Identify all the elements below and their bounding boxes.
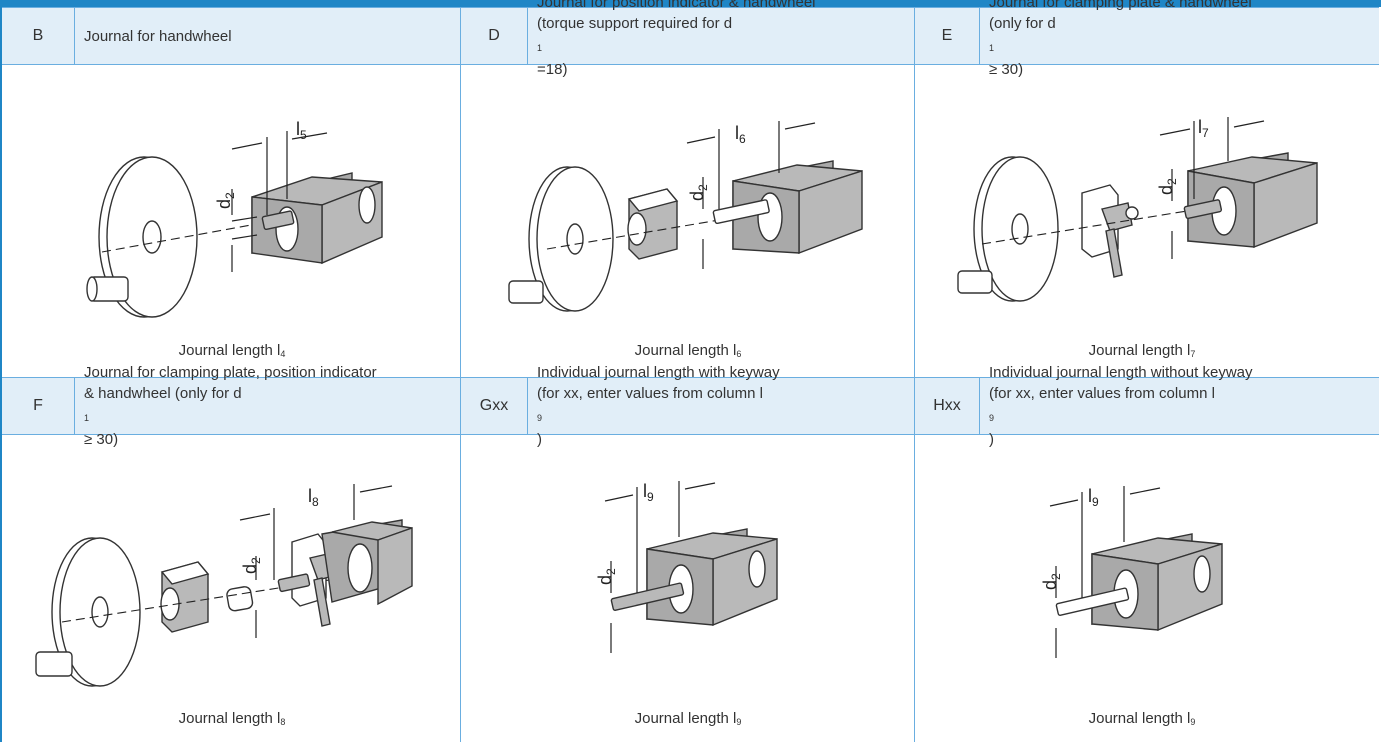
subscript: 6 — [736, 349, 742, 359]
option-desc-e: Journal for clamping plate & handwheel (… — [980, 0, 1379, 78]
option-code-e: E — [914, 8, 980, 64]
option-desc-b: Journal for handwheel — [75, 8, 460, 64]
subscript: 9 — [989, 413, 995, 423]
desc-line: (only for d 1 ≥ 30) — [989, 13, 1379, 80]
desc-line: Journal for position indicator & handwhe… — [537, 0, 816, 11]
caption-d: Journal length l6 — [460, 342, 916, 359]
desc-line: Journal for clamping plate, position ind… — [84, 364, 377, 381]
option-code-d: D — [460, 8, 528, 64]
illustration-journal-with-keyway: l9 d2 — [595, 481, 778, 653]
desc-text: ) — [989, 431, 994, 448]
caption-e: Journal length l7 — [914, 342, 1370, 359]
caption-b: Journal length l4 — [4, 342, 460, 359]
row-1-header: B Journal for handwheel D Journal for po… — [2, 0, 1379, 78]
subscript: 1 — [84, 413, 90, 423]
desc-line: Journal for clamping plate & handwheel — [989, 0, 1252, 11]
dia-label: d2 — [687, 184, 710, 201]
row-2-header: F Journal for clamping plate, position i… — [2, 364, 1379, 448]
subscript: 9 — [736, 717, 742, 727]
column-divider — [914, 435, 915, 742]
subscript: 4 — [280, 349, 286, 359]
desc-text: (torque support required for d — [537, 15, 733, 32]
option-desc-gxx: Individual journal length with keyway (f… — [528, 364, 914, 448]
desc-line: (torque support required for d 1 =18) — [537, 13, 914, 80]
desc-line: (for xx, enter values from column l 9 ) — [537, 383, 914, 450]
desc-line: Individual journal length with keyway — [537, 364, 780, 381]
desc-text: =18) — [537, 61, 568, 78]
dia-label: d2 — [595, 568, 618, 585]
desc-line: Journal for handwheel — [84, 27, 232, 45]
illustration-journal-without-keyway: l9 d2 — [1040, 486, 1223, 658]
desc-text: (only for d — [989, 15, 1056, 32]
column-divider — [914, 65, 915, 377]
desc-text: ≥ 30) — [989, 61, 1024, 78]
caption-text: Journal length l — [178, 710, 281, 727]
subscript: 9 — [1190, 717, 1196, 727]
caption-hxx: Journal length l9 — [914, 710, 1370, 727]
column-divider — [460, 435, 461, 742]
dim-label: l9 — [643, 481, 654, 504]
subscript: 9 — [537, 413, 543, 423]
option-code-b: B — [2, 8, 75, 64]
illustration-handwheel-journal: l5 d2 — [86, 119, 383, 318]
desc-line: (for xx, enter values from column l 9 ) — [989, 383, 1379, 450]
dia-label: d2 — [1040, 573, 1063, 590]
option-desc-hxx: Individual journal length without keyway… — [980, 364, 1379, 448]
subscript: 1 — [537, 43, 543, 53]
option-desc-f: Journal for clamping plate, position ind… — [75, 364, 460, 448]
subscript: 7 — [1190, 349, 1196, 359]
desc-text: ) — [537, 431, 542, 448]
option-code-f: F — [2, 378, 75, 434]
dim-label: l7 — [1198, 117, 1209, 140]
option-code-gxx: Gxx — [460, 378, 528, 434]
caption-text: Journal length l — [1088, 342, 1191, 359]
dim-label: l9 — [1088, 486, 1099, 509]
desc-text: (for xx, enter values from column l — [989, 385, 1215, 402]
dia-label: d2 — [1156, 178, 1179, 195]
dim-label: l8 — [308, 486, 319, 509]
dia-label: d2 — [240, 557, 263, 574]
option-code-hxx: Hxx — [914, 378, 980, 434]
illustration-clamping-plate-indicator-journal: l8 d2 — [35, 484, 413, 687]
caption-gxx: Journal length l9 — [460, 710, 916, 727]
caption-text: Journal length l — [178, 342, 281, 359]
desc-line: Individual journal length without keyway — [989, 364, 1253, 381]
column-divider — [460, 65, 461, 377]
desc-text: ≥ 30) — [84, 431, 119, 448]
desc-line: & handwheel (only for d 1 ≥ 30) — [84, 383, 460, 450]
dim-label: l5 — [296, 119, 307, 142]
option-desc-d: Journal for position indicator & handwhe… — [528, 0, 914, 78]
dia-label: d2 — [214, 192, 237, 209]
left-accent-rule — [0, 0, 2, 742]
top-accent-bar — [0, 0, 1381, 7]
caption-f: Journal length l8 — [4, 710, 460, 727]
desc-text: & handwheel (only for d — [84, 385, 242, 402]
illustration-position-indicator-journal: l6 d2 — [508, 121, 863, 312]
caption-text: Journal length l — [1088, 710, 1191, 727]
desc-text: (for xx, enter values from column l — [537, 385, 763, 402]
caption-text: Journal length l — [634, 710, 737, 727]
illustration-clamping-plate-journal: l7 d2 — [957, 117, 1318, 302]
dim-label: l6 — [735, 123, 746, 146]
subscript: 8 — [280, 717, 286, 727]
caption-text: Journal length l — [634, 342, 737, 359]
subscript: 1 — [989, 43, 995, 53]
